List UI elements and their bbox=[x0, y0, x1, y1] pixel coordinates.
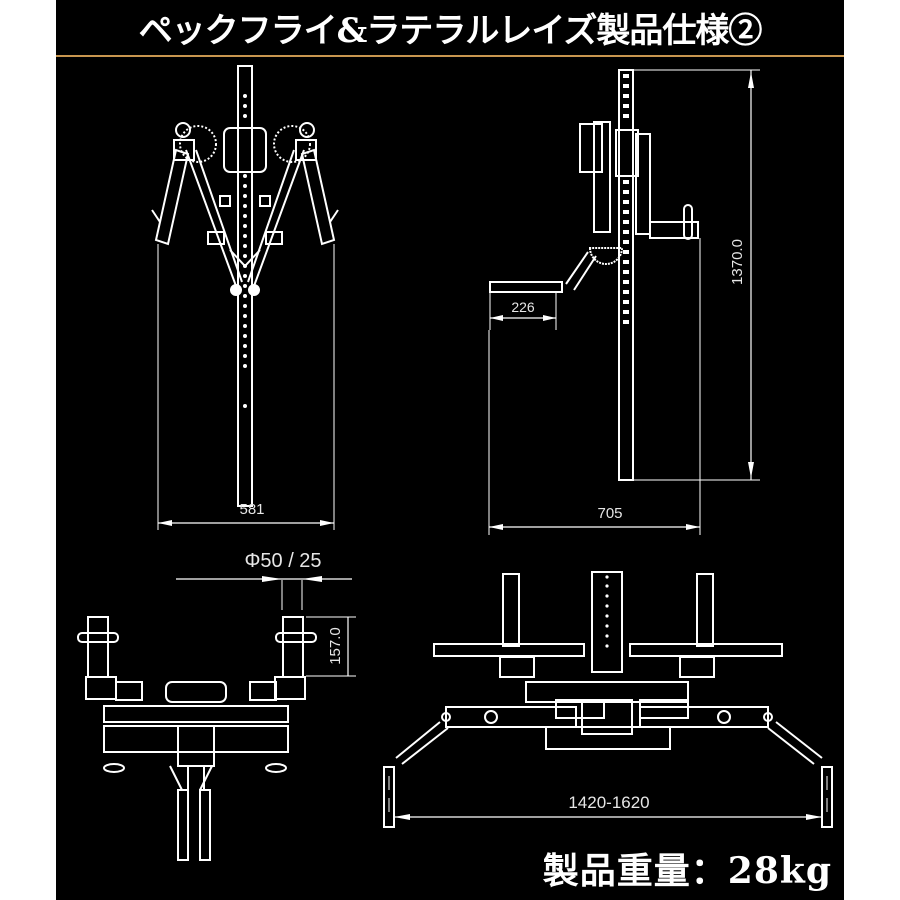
spec-panel: ペックフライ&ラテラルレイズ製品仕様② bbox=[56, 0, 844, 900]
title-divider bbox=[56, 55, 844, 57]
page-title: ペックフライ&ラテラルレイズ製品仕様② bbox=[138, 11, 763, 51]
dim-depth: 705 bbox=[597, 505, 622, 522]
front-view-drawing: 581 bbox=[151, 65, 339, 530]
top-detail-drawing: Φ50 / 25 157.0 bbox=[77, 550, 356, 861]
dim-height: 1370.0 bbox=[729, 239, 746, 285]
side-view-drawing: 226 1370.0 705 bbox=[488, 69, 760, 535]
top-wide-drawing: 1420-1620 bbox=[383, 571, 833, 828]
dim-post-height: 157.0 bbox=[327, 627, 344, 665]
product-weight: 製品重量：28kg bbox=[542, 850, 832, 892]
dim-handle-span: 1420-1620 bbox=[568, 793, 649, 812]
technical-drawings: 581 bbox=[77, 65, 833, 861]
dim-pin-diameter: Φ50 / 25 bbox=[244, 550, 321, 572]
dim-front-width: 581 bbox=[239, 501, 264, 518]
dim-arm-length: 226 bbox=[511, 299, 535, 315]
